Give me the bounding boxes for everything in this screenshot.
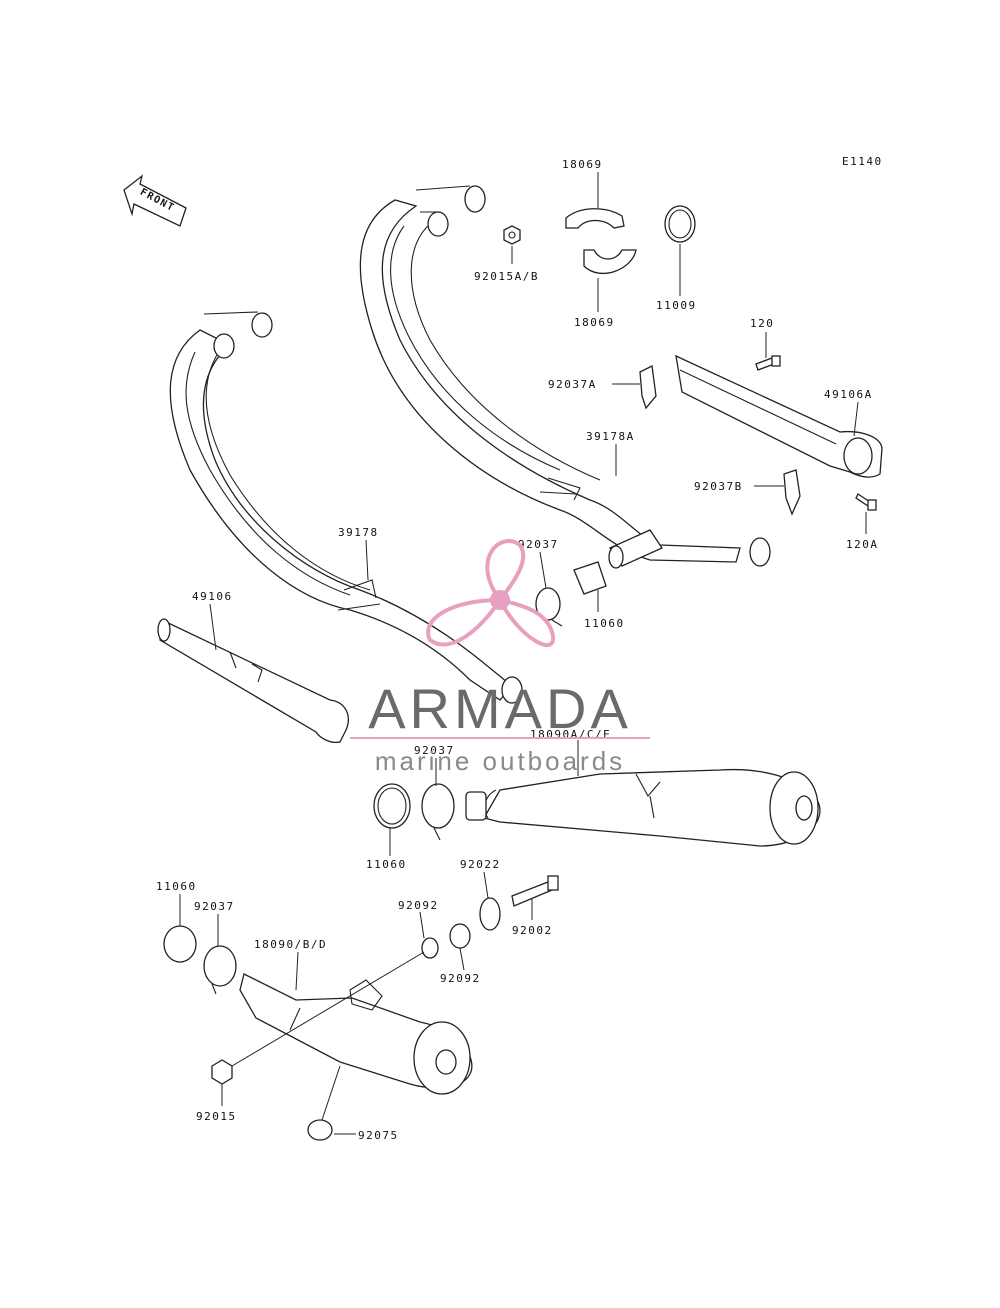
label-92092-top: 92092 — [398, 899, 439, 912]
bracket-92037a — [639, 365, 657, 410]
silencer-18090bd — [239, 973, 473, 1095]
label-92092-bottom: 92092 — [440, 972, 481, 985]
exhaust-pipe-39178 — [169, 311, 523, 704]
nut-92015 — [211, 1059, 233, 1085]
label-92015: 92015 — [196, 1110, 237, 1123]
label-11060-left: 11060 — [156, 880, 197, 893]
gasket-11060-lower — [373, 783, 411, 829]
gasket-11060-mid — [573, 561, 607, 595]
exhaust-pipe-39178a — [359, 185, 771, 567]
label-49106: 49106 — [192, 590, 233, 603]
pipe-coupling-mid — [608, 529, 663, 569]
label-18069-bottom: 18069 — [574, 316, 615, 329]
propeller-logo-icon — [426, 539, 556, 647]
label-120: 120 — [750, 317, 774, 330]
label-92037-mid: 92037 — [518, 538, 559, 551]
label-18069-top: 18069 — [562, 158, 603, 171]
clamp-18069-top — [565, 208, 625, 229]
label-11009: 11009 — [656, 299, 697, 312]
label-92037b: 92037B — [694, 480, 743, 493]
damper-92092-top — [421, 937, 439, 959]
label-92022: 92022 — [460, 858, 501, 871]
bolt-92002 — [511, 875, 559, 907]
leader-lines — [179, 172, 867, 1135]
bolt-120a — [855, 493, 877, 511]
front-arrow-icon: FRONT — [123, 174, 187, 227]
label-92037-left: 92037 — [194, 900, 235, 913]
nut-92015ab — [503, 225, 521, 245]
armada-watermark: ARMADA marine outboards — [350, 539, 650, 776]
label-92037-lower: 92037 — [414, 744, 455, 757]
label-92037a: 92037A — [548, 378, 597, 391]
label-39178: 39178 — [338, 526, 379, 539]
bolt-120 — [755, 355, 781, 371]
label-92015ab: 92015A/B — [474, 270, 539, 283]
label-49106a: 49106A — [824, 388, 873, 401]
label-92075: 92075 — [358, 1129, 399, 1142]
silencer-18090ace — [465, 768, 821, 847]
bracket-92037b — [783, 469, 801, 516]
clamp-92037-mid — [535, 587, 563, 627]
clamp-18069-bottom — [583, 249, 637, 275]
gasket-11060-left — [163, 925, 197, 963]
label-120a: 120A — [846, 538, 879, 551]
watermark-title: ARMADA — [368, 677, 632, 740]
label-39178a: 39178A — [586, 430, 635, 443]
clamp-92037-lower — [421, 783, 455, 841]
diagram-code: E1140 — [842, 155, 883, 168]
cap-92075 — [307, 1119, 333, 1141]
label-92002: 92002 — [512, 924, 553, 937]
watermark-subtitle: marine outboards — [375, 746, 625, 776]
muffler-49106a — [675, 354, 883, 478]
damper-92092-bottom — [449, 923, 471, 949]
label-11060-mid: 11060 — [584, 617, 625, 630]
label-11060-lower: 11060 — [366, 858, 407, 871]
muffler-49106 — [157, 618, 349, 744]
gasket-11009 — [664, 205, 696, 243]
washer-92022 — [479, 897, 501, 931]
clamp-92037-left — [203, 945, 237, 995]
label-18090bd: 18090/B/D — [254, 938, 327, 951]
